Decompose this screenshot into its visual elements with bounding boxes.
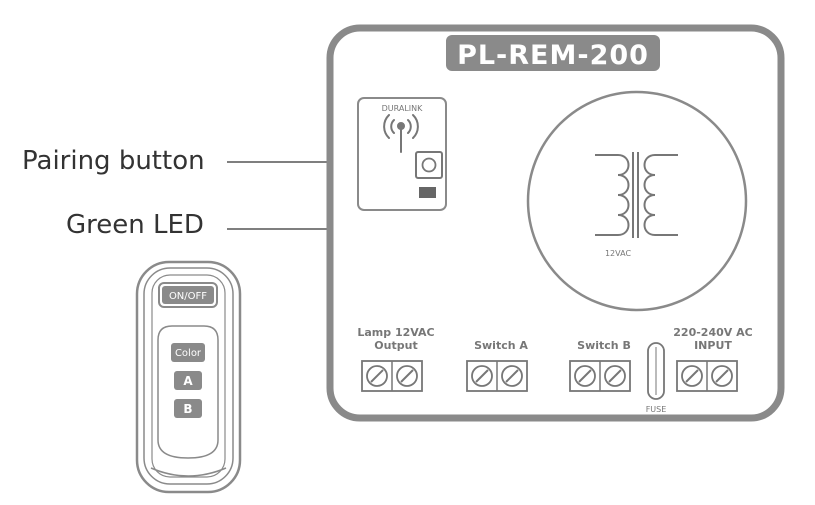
screw-terminal-icon	[366, 365, 388, 387]
terminal-label-switch-a: Switch A	[474, 339, 528, 352]
antenna-icon	[383, 114, 419, 153]
terminal-label-lamp-line2: Output	[374, 339, 417, 352]
terminal-block	[569, 360, 631, 392]
terminal-label-input-line2: INPUT	[694, 339, 732, 352]
radio-module	[357, 97, 447, 211]
color-button[interactable]	[171, 343, 205, 362]
receiver-unit: PL-REM-200 DURALINK 12VAC L	[326, 24, 785, 422]
screw-terminal-icon	[574, 365, 596, 387]
title-plate	[446, 35, 660, 71]
remote-inner-rim	[143, 267, 234, 485]
on-off-label: ON/OFF	[169, 291, 207, 302]
screw-terminal-icon	[681, 365, 703, 387]
fuse-label: FUSE	[646, 405, 667, 414]
pairing-button-cap	[421, 157, 437, 173]
on-off-button[interactable]	[162, 286, 214, 304]
terminal-label-input-line1: 220-240V AC	[673, 326, 752, 339]
terminal-label-lamp-line1: Lamp 12VAC	[357, 326, 434, 339]
transformer-label: 12VAC	[605, 249, 631, 258]
green-led	[419, 187, 436, 198]
screw-terminal-icon	[471, 365, 493, 387]
green-led-callout: Green LED	[66, 210, 204, 240]
screw-terminal-icon	[396, 365, 418, 387]
color-label: Color	[175, 348, 202, 359]
terminal-blocks	[361, 360, 738, 392]
a-label: A	[183, 374, 193, 388]
remote-bottom-contour	[150, 467, 227, 477]
screw-terminal-icon	[604, 365, 626, 387]
terminal-block	[361, 360, 423, 392]
screw-terminal-icon	[711, 365, 733, 387]
b-label: B	[183, 402, 192, 416]
model-title: PL-REM-200	[457, 40, 649, 71]
screw-terminal-icon	[501, 365, 523, 387]
terminal-label-switch-b: Switch B	[577, 339, 631, 352]
terminal-block	[676, 360, 738, 392]
keypad-panel	[157, 325, 219, 459]
a-button[interactable]	[174, 371, 202, 390]
remote-face	[151, 274, 226, 478]
transformer-symbol	[595, 152, 678, 238]
terminal-block	[466, 360, 528, 392]
remote-control: ON/OFF Color A B	[135, 260, 242, 494]
pairing-button-callout: Pairing button	[22, 146, 205, 176]
b-button[interactable]	[174, 399, 202, 418]
module-brand: DURALINK	[382, 104, 424, 113]
